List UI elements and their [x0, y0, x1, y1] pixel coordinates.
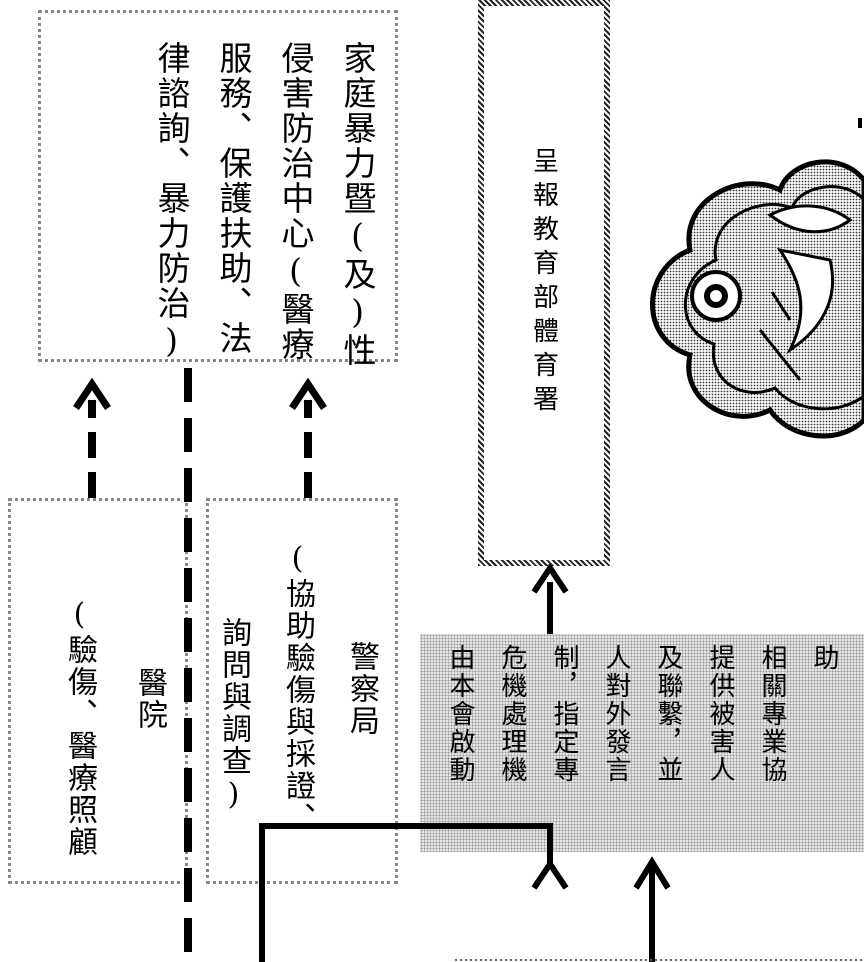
arrowhead-crisis-left [531, 858, 569, 890]
police-text: 警察局 (協助驗傷與採證、 詢問與調查) [211, 541, 383, 834]
emblem-icon [650, 118, 864, 439]
arrowhead-hospital [73, 377, 111, 410]
arrowhead-report [531, 562, 569, 594]
crisis-line-5: 及聯繫，並 [653, 644, 683, 784]
police-line-1: (協助驗傷與採證、 [280, 541, 315, 834]
police-line-2: 詢問與調查) [216, 617, 251, 814]
arrowhead-police [289, 377, 327, 410]
crisis-line-2: 危機處理機 [497, 644, 527, 784]
crisis-line-3: 制，指定專 [549, 644, 579, 784]
dv-line-1: 家庭暴力暨(及)性 [338, 41, 377, 368]
hospital-box: 醫院 (驗傷、醫療照顧 [8, 498, 188, 884]
police-title: 警察局 [344, 641, 379, 737]
hospital-text: 醫院 (驗傷、醫療照顧 [57, 597, 171, 858]
crisis-line-4: 人對外發言 [601, 644, 631, 784]
dv-line-2: 侵害防治中心(醫療 [276, 41, 315, 362]
arrowhead-crisis-right [633, 856, 671, 890]
crisis-handling-text: 由本會啟動 危機處理機 制，指定專 人對外發言 及聯繫，並 提供被害人 相關專業… [442, 644, 843, 784]
domestic-violence-center-text: 家庭暴力暨(及)性 侵害防治中心(醫療 服務、保護扶助、法 律諮詢、暴力防治) [147, 41, 381, 368]
dv-line-4: 律諮詢、暴力防治) [152, 41, 191, 362]
hospital-subtitle: (驗傷、醫療照顧 [62, 597, 97, 858]
crisis-line-1: 由本會啟動 [445, 644, 475, 784]
report-box: 呈報教育部體育署 [478, 0, 610, 566]
domestic-violence-center-box: 家庭暴力暨(及)性 侵害防治中心(醫療 服務、保護扶助、法 律諮詢、暴力防治) [38, 10, 398, 368]
report-text: 呈報教育部體育署 [528, 147, 559, 419]
crisis-line-6: 提供被害人 [705, 644, 735, 784]
police-box: 警察局 (協助驗傷與採證、 詢問與調查) [206, 498, 398, 884]
hospital-title: 醫院 [132, 667, 167, 731]
crisis-line-8: 助 [809, 644, 839, 672]
crisis-line-7: 相關專業協 [757, 644, 787, 784]
dv-line-3: 服務、保護扶助、法 [214, 41, 253, 356]
crisis-handling-box: 由本會啟動 危機處理機 制，指定專 人對外發言 及聯繫，並 提供被害人 相關專業… [420, 634, 864, 852]
